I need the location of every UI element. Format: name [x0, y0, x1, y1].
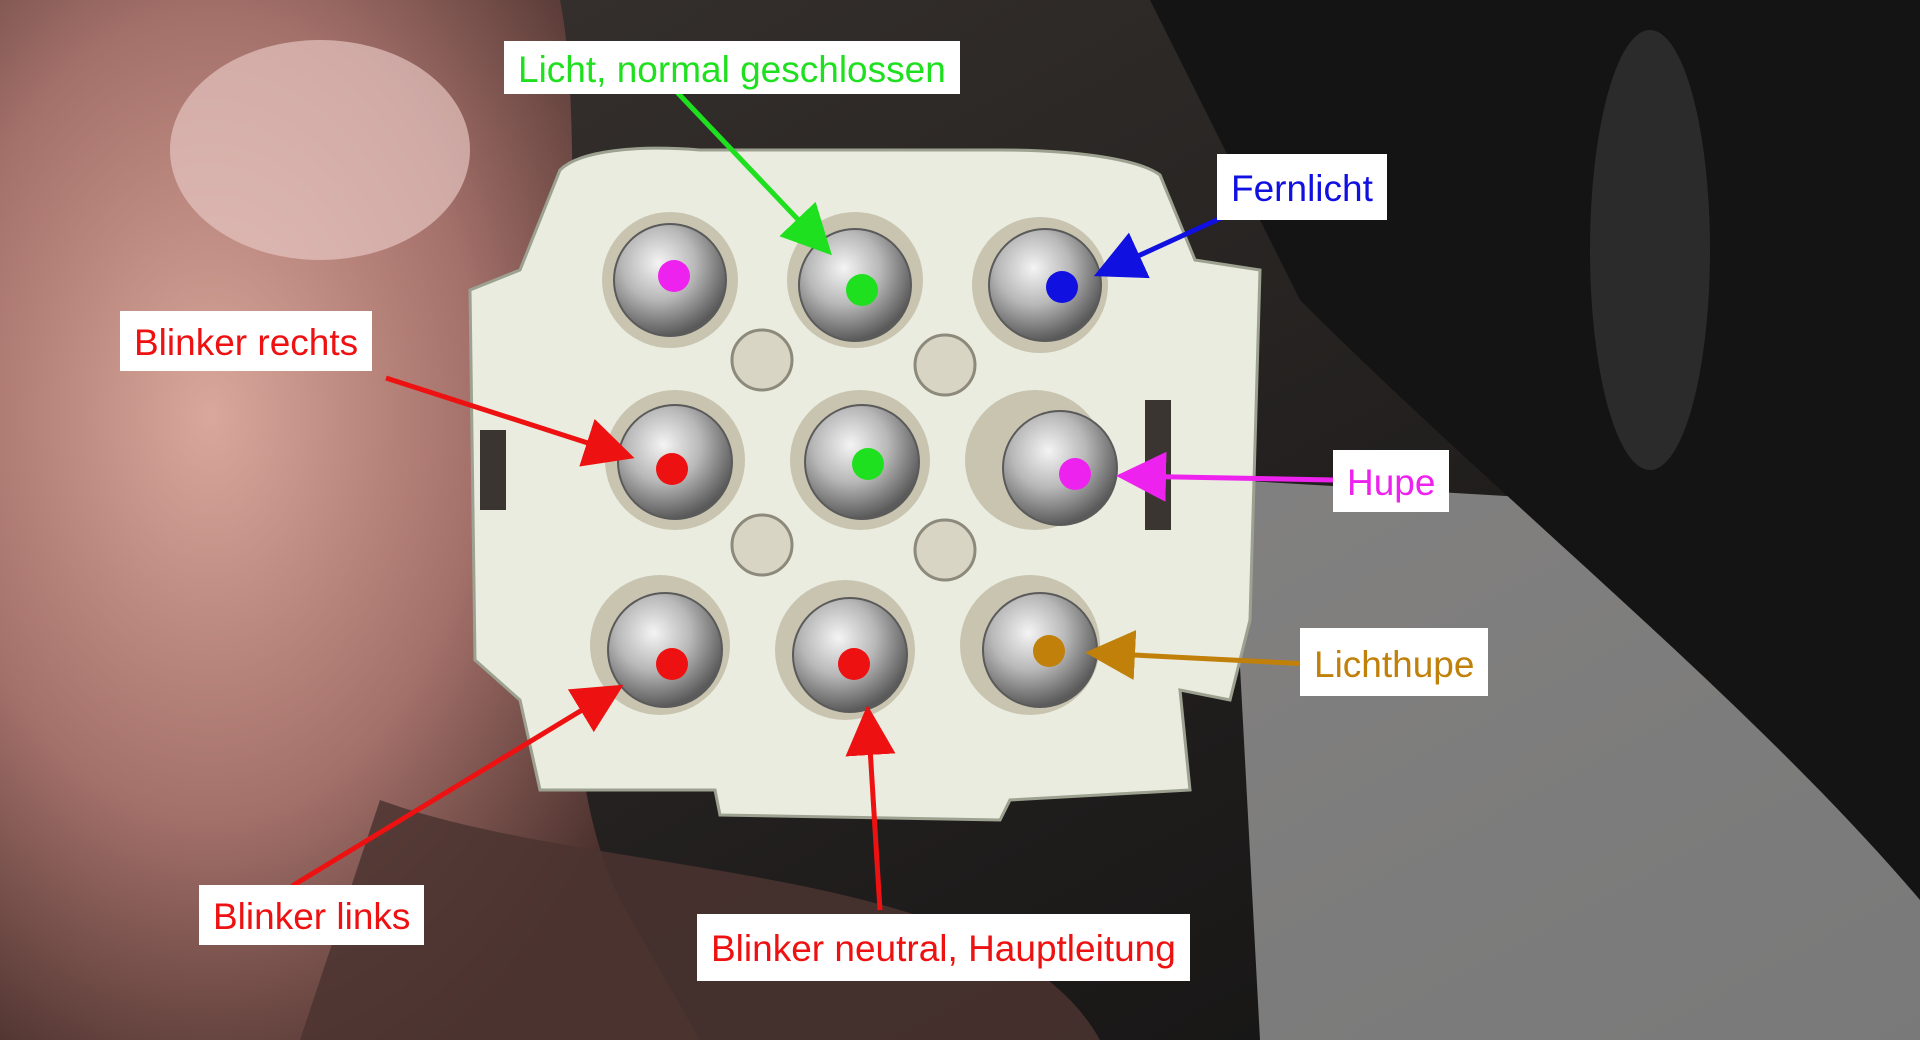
thumbnail — [170, 40, 470, 260]
label-blinker-neutral: Blinker neutral, Hauptleitung — [697, 914, 1190, 981]
housing-hole — [913, 333, 977, 397]
cable-highlight — [1590, 30, 1710, 470]
housing-hole — [913, 518, 977, 582]
label-lichthupe: Lichthupe — [1300, 628, 1489, 696]
label-fernlicht: Fernlicht — [1217, 154, 1387, 220]
housing-hole — [730, 328, 794, 392]
arrow-blinker-neutral — [845, 705, 896, 911]
pin-dot — [1059, 458, 1091, 490]
label-blinker-rechts: Blinker rechts — [120, 311, 373, 371]
pin-dot — [852, 448, 884, 480]
arrow-blinker-links — [290, 684, 624, 889]
pin — [988, 228, 1102, 342]
cable-bundle — [1150, 0, 1920, 900]
pin-dot — [1046, 271, 1078, 303]
label-hupe: Hupe — [1333, 450, 1450, 512]
pin-dot — [1033, 635, 1065, 667]
housing-slot-right — [1145, 400, 1171, 530]
housing-slot-left — [480, 430, 506, 510]
arrow-hupe — [1116, 451, 1334, 502]
pin-dot — [658, 260, 690, 292]
arrow-lichthupe — [1085, 630, 1311, 681]
pin-dot — [846, 274, 878, 306]
pin-dot — [656, 453, 688, 485]
housing-hole — [730, 513, 794, 577]
pin-dot — [656, 648, 688, 680]
arrow-licht — [673, 88, 832, 256]
arrow-fernlicht — [1093, 210, 1234, 279]
arrow-blinker-rechts — [385, 375, 635, 467]
pin-dot — [838, 648, 870, 680]
pin — [1002, 410, 1118, 526]
label-licht: Licht, normal geschlossen — [504, 41, 960, 94]
label-blinker-links: Blinker links — [199, 885, 425, 945]
